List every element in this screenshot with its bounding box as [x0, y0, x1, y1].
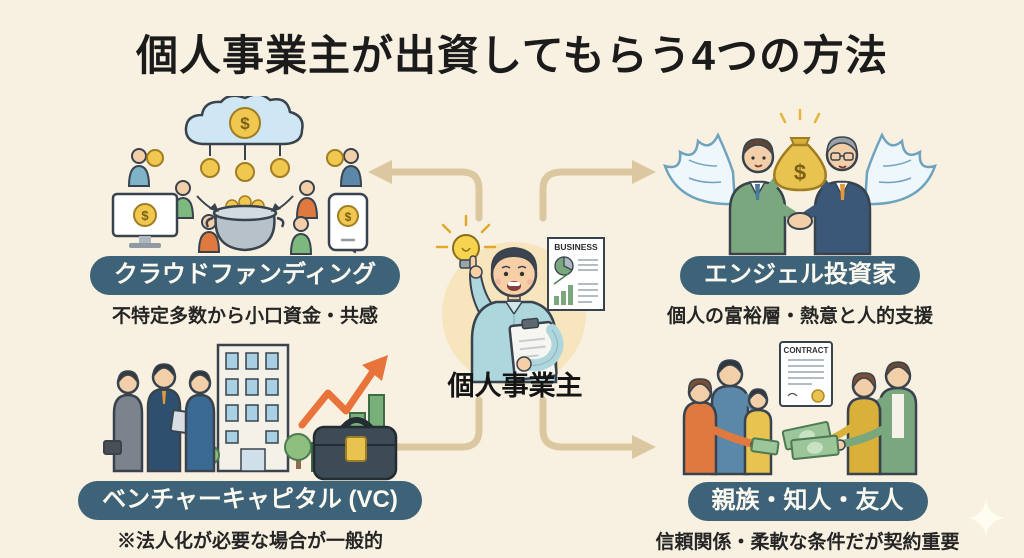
method-badge-venture-capital: ベンチャーキャピタル (VC)	[78, 481, 422, 520]
venture-capital-illustration	[103, 343, 398, 481]
cloud-dollar-icon: $	[184, 96, 304, 160]
angel-investor-illustration: $	[663, 108, 937, 256]
angel-wings-icon	[663, 132, 937, 206]
method-badge-family-friends: 親族・知人・友人	[687, 482, 928, 521]
method-card-angel-investor: $ エンジェル投資家 個人の富裕層・熱意と人的支援	[610, 108, 990, 328]
method-badge-angel-investor: エンジェル投資家	[680, 256, 920, 295]
crowdfunding-illustration: $	[111, 96, 369, 255]
contract-icon: CONTRACT	[778, 341, 833, 407]
method-description-angel-investor: 個人の富裕層・熱意と人的支援	[666, 305, 933, 327]
friends-figures	[820, 361, 917, 476]
family-friends-illustration: CONTRACT	[682, 341, 917, 476]
smartphone-icon: $	[327, 192, 369, 254]
svg-text:$: $	[141, 208, 149, 223]
money-pot-icon	[196, 195, 294, 252]
svg-text:$: $	[794, 160, 806, 185]
entrepreneur-center-figure	[468, 246, 564, 384]
sparkle-icon	[968, 500, 1004, 536]
connector-bottom-right	[539, 396, 639, 451]
monitor-icon: $	[111, 192, 179, 248]
cash-icon	[749, 421, 840, 461]
method-description-venture-capital: ※法人化が必要な場合が一般的	[116, 530, 383, 552]
investor-figure	[787, 136, 872, 256]
business-team-figures	[103, 363, 216, 473]
briefcase-icon	[312, 417, 398, 481]
family-figures	[682, 359, 772, 476]
method-card-venture-capital: ベンチャーキャピタル (VC) ※法人化が必要な場合が一般的	[75, 333, 425, 553]
lightbulb-icon	[435, 214, 497, 269]
method-description-crowdfunding: 不特定多数から小口資金・共感	[111, 305, 378, 327]
method-card-family-friends: CONTRACT	[630, 336, 985, 554]
method-description-family-friends: 信頼関係・柔軟な条件だが契約重要	[655, 531, 960, 553]
money-bag-icon: $	[773, 108, 827, 192]
method-badge-crowdfunding: クラウドファンディング	[89, 256, 401, 295]
svg-text:$: $	[345, 210, 352, 224]
svg-text:CONTRACT: CONTRACT	[783, 346, 828, 355]
center-figure: BUSINESS	[435, 214, 605, 386]
center-label: 個人事業主	[447, 371, 583, 401]
business-document-icon: BUSINESS	[547, 237, 605, 311]
coin-icons	[200, 158, 290, 182]
page-title: 個人事業主が出資してもらう4つの方法	[136, 32, 888, 79]
svg-text:BUSINESS: BUSINESS	[554, 242, 598, 252]
office-building-icon	[216, 343, 290, 473]
method-card-crowdfunding: $	[70, 96, 420, 328]
svg-text:$: $	[240, 114, 250, 133]
